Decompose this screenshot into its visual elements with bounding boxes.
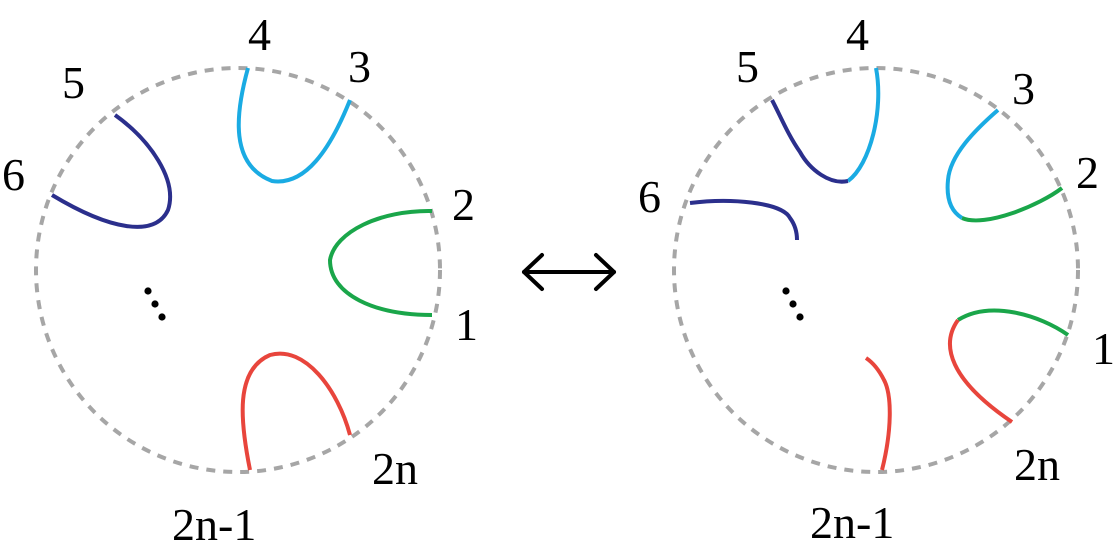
left-label-3: 3	[348, 41, 371, 92]
left-label-2: 2	[452, 179, 475, 230]
left-label-2n: 2n	[372, 443, 418, 494]
right-diagram: 4 3 5 6 2 1 2n 2n-1	[638, 9, 1115, 548]
right-label-2n: 2n	[1014, 439, 1060, 490]
left-arc-2n1-2n	[240, 351, 352, 471]
right-arc-5	[770, 99, 849, 184]
left-diagram: 4 3 5 6 2 1 2n 2n-1	[2, 9, 478, 550]
left-arc-5-6	[50, 113, 172, 229]
left-label-4: 4	[248, 9, 271, 60]
right-label-1: 1	[1092, 323, 1115, 374]
double-headed-arrow-icon	[522, 253, 616, 291]
left-label-6: 6	[2, 149, 25, 200]
right-arc-2	[961, 186, 1064, 223]
right-label-4: 4	[846, 9, 869, 60]
left-label-1: 1	[455, 299, 478, 350]
left-arc-3-4	[236, 67, 352, 184]
right-arc-4	[846, 67, 881, 183]
right-arc-1	[956, 308, 1070, 337]
right-boundary-circle	[672, 66, 1080, 474]
right-arc-2n	[948, 318, 1014, 424]
ellipsis-dot	[782, 287, 790, 295]
right-arc-2n-1	[864, 356, 892, 471]
ellipsis-dot	[789, 300, 797, 308]
left-arc-1-2	[327, 208, 433, 317]
right-label-5: 5	[736, 41, 759, 92]
right-arc-3	[945, 108, 1000, 220]
left-ellipsis	[144, 287, 166, 321]
ellipsis-dot	[158, 313, 166, 321]
right-label-6: 6	[638, 171, 661, 222]
ellipsis-dot	[144, 287, 152, 295]
right-ellipsis	[782, 287, 804, 321]
right-label-3: 3	[1012, 63, 1035, 114]
left-label-5: 5	[62, 57, 85, 108]
ellipsis-dot	[796, 313, 804, 321]
left-label-2n-1: 2n-1	[172, 499, 256, 550]
ellipsis-dot	[151, 300, 159, 308]
right-label-2n-1: 2n-1	[810, 497, 894, 548]
right-label-2: 2	[1076, 147, 1099, 198]
right-arc-6	[689, 198, 799, 241]
left-boundary-circle	[34, 66, 442, 474]
